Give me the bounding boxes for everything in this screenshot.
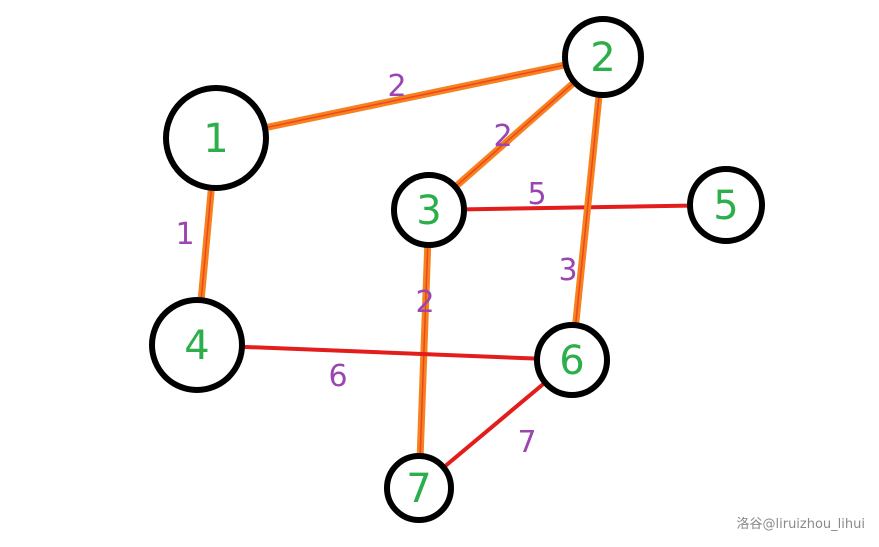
node-circle (687, 166, 765, 244)
node-label: 5 (713, 183, 738, 229)
node-7: 7 (384, 453, 454, 523)
node-label: 2 (590, 35, 615, 81)
node-circle (391, 172, 467, 248)
node-label: 1 (203, 116, 228, 162)
edge-layer (193, 53, 728, 492)
edge-weight-4-6: 6 (328, 359, 347, 394)
node-circle (149, 297, 245, 393)
node-circle (534, 322, 610, 398)
node-label: 4 (184, 323, 209, 369)
edge-weight-3-5: 5 (527, 177, 546, 212)
edge-weight-6-7: 7 (517, 425, 536, 460)
node-6: 6 (534, 322, 610, 398)
node-label: 3 (416, 188, 441, 234)
edge-underlay-1-2 (215, 56, 604, 139)
edge-3-5 (427, 203, 728, 212)
watermark: 洛谷@liruizhou_lihui (736, 517, 866, 532)
node-1: 1 (163, 85, 269, 191)
node-5: 5 (687, 166, 765, 244)
node-3: 3 (391, 172, 467, 248)
edge-underlay-2-6 (571, 56, 604, 361)
node-layer: 1 2 3 4 5 6 7 (149, 16, 765, 523)
edge-weight-2-3: 2 (493, 119, 512, 154)
edge-weight-1-2: 2 (387, 69, 406, 104)
node-2: 2 (562, 16, 644, 98)
weight-layer: 2 2 1 5 3 2 6 7 (175, 69, 577, 460)
edge-4-6 (195, 343, 574, 362)
edge-weight-3-7: 2 (415, 285, 434, 320)
node-4: 4 (149, 297, 245, 393)
node-circle (384, 453, 454, 523)
edge-weight-2-6: 3 (558, 253, 577, 288)
edge-weight-1-4: 1 (175, 217, 194, 252)
node-circle (562, 16, 644, 98)
edge-underlay-3-7 (418, 209, 430, 489)
node-circle (163, 85, 269, 191)
node-label: 7 (406, 466, 431, 512)
node-label: 6 (559, 338, 584, 384)
